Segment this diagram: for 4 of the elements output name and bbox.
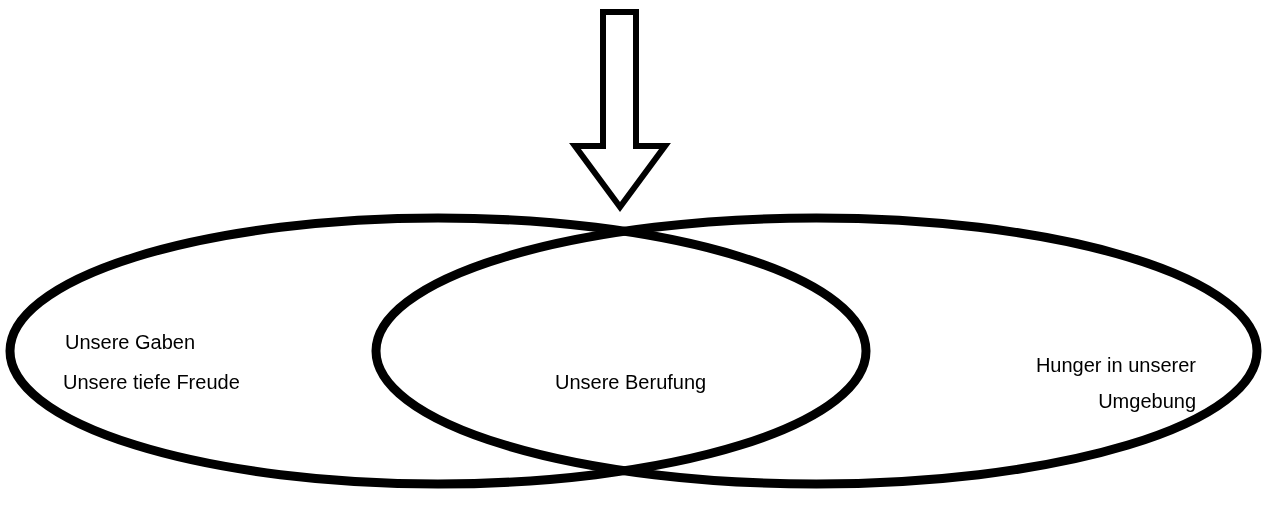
overlap-label: Unsere Berufung <box>555 370 707 394</box>
ellipse-label: Unsere tiefe Freude <box>63 370 240 394</box>
ellipse-label: Unsere Gaben <box>65 330 196 354</box>
ellipse-label: Hunger in unserer Umgebung <box>1034 353 1196 414</box>
